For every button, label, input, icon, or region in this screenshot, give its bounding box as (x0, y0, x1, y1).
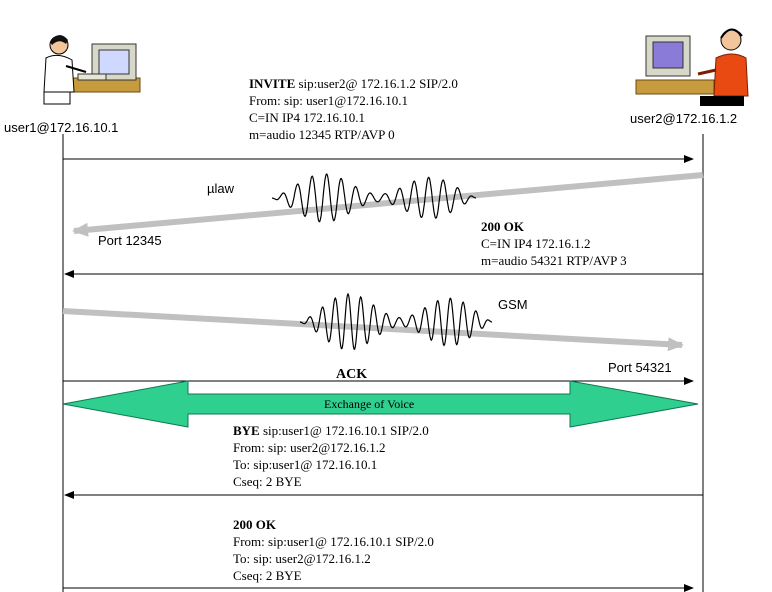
gsm-waveform (299, 292, 493, 350)
gsm-port-label: Port 54321 (608, 360, 672, 375)
bye-from: From: sip: user2@172.16.1.2 (233, 440, 386, 455)
invite-request-uri: sip:user2@ 172.16.1.2 SIP/2.0 (295, 76, 458, 91)
voice-exchange-label: Exchange of Voice (324, 397, 415, 411)
ok1-connection: C=IN IP4 172.16.1.2 (481, 236, 591, 251)
invite-connection: C=IN IP4 172.16.10.1 (249, 110, 366, 125)
ok1-status: 200 OK (481, 219, 524, 234)
participant-left-label: user1@172.16.10.1 (4, 120, 119, 135)
bye-method: BYE (233, 423, 260, 438)
bye-cseq: Cseq: 2 BYE (233, 474, 302, 489)
invite-method: INVITE (249, 76, 296, 91)
ok2-status: 200 OK (233, 517, 276, 532)
ok2-cseq: Cseq: 2 BYE (233, 568, 302, 583)
ulaw-port-label: Port 12345 (98, 233, 162, 248)
gsm-stream-arrow (62, 308, 684, 352)
invite-message-text: INVITE sip:user2@ 172.16.1.2 SIP/2.0 Fro… (249, 75, 458, 143)
bye-request-uri: sip:user1@ 172.16.10.1 SIP/2.0 (259, 423, 429, 438)
ok2-to: To: sip: user2@172.16.1.2 (233, 551, 371, 566)
bye-message-text: BYE sip:user1@ 172.16.10.1 SIP/2.0 From:… (233, 422, 429, 490)
invite-media: m=audio 12345 RTP/AVP 0 (249, 127, 395, 142)
user-at-computer-icon (43, 34, 141, 105)
voice-exchange-band (62, 380, 699, 428)
ack-label: ACK (336, 367, 368, 382)
ok1-message-text: 200 OK C=IN IP4 172.16.1.2 m=audio 54321… (481, 218, 627, 269)
invite-from: From: sip: user1@172.16.10.1 (249, 93, 408, 108)
ulaw-stream-arrow (72, 172, 704, 237)
ulaw-waveform (271, 173, 477, 223)
ok1-media: m=audio 54321 RTP/AVP 3 (481, 253, 627, 268)
participant-right-label: user2@172.16.1.2 (630, 111, 738, 126)
bye-to: To: sip:user1@ 172.16.10.1 (233, 457, 378, 472)
ok2-from: From: sip:user1@ 172.16.10.1 SIP/2.0 (233, 534, 434, 549)
user-with-headset-at-computer-icon (635, 28, 749, 106)
ok2-message-text: 200 OK From: sip:user1@ 172.16.10.1 SIP/… (233, 516, 434, 584)
ulaw-codec-label: µlaw (207, 181, 234, 196)
gsm-codec-label: GSM (498, 297, 528, 312)
